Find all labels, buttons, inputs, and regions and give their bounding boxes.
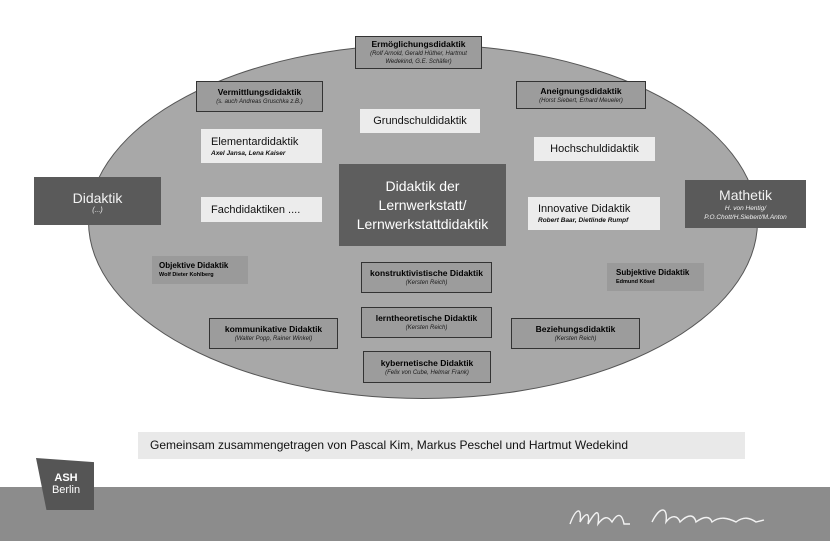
credits-note: Gemeinsam zusammengetragen von Pascal Ki… [138,432,745,459]
node-lernwerkstattdidaktik: Didaktik der Lernwerkstatt/ Lernwerkstat… [339,164,506,246]
node-kommunikative-didaktik: kommunikative Didaktik (Walter Popp, Rai… [209,318,338,349]
logo-line-2: Berlin [51,484,81,496]
node-vermittlungsdidaktik: Vermittlungsdidaktik (s. auch Andreas Gr… [196,81,323,112]
node-title: Elementardidaktik [211,135,299,148]
node-ermoeglichungsdidaktik: Ermöglichungsdidaktik (Rolf Arnold, Gera… [355,36,482,69]
node-authors: Wolf Dieter Kohlberg [159,272,214,278]
node-title: Ermöglichungsdidaktik [371,39,466,49]
logo-line-1: ASH [54,472,78,484]
node-title: Objektive Didaktik [159,261,229,270]
node-authors: Robert Baar, Dietlinde Rumpf [538,217,629,224]
node-authors: (Rolf Arnold, Gerald Hüther, Hartmut Wed… [370,51,467,65]
node-authors: Axel Jansa, Lena Kaiser [211,149,286,157]
node-title: kybernetische Didaktik [380,357,474,368]
node-title: lerntheoretische Didaktik [375,313,478,323]
node-title: Aneignungsdidaktik [540,85,622,96]
center-title: Didaktik der Lernwerkstatt/ Lernwerkstat… [356,177,489,232]
node-didaktik: Didaktik (...) [34,177,161,225]
node-innovative-didaktik: Innovative Didaktik Robert Baar, Dietlin… [528,197,660,230]
node-authors: (Kersten Reich) [405,325,448,331]
node-authors: H. von Hentig/ P.O.Chott/H.Siebert/M.Ant… [704,205,787,221]
node-title: kommunikative Didaktik [224,324,323,334]
node-title: Fachdidaktiken .... [211,203,301,216]
node-title: Subjektive Didaktik [616,268,690,277]
signature-image [569,509,765,527]
node-grundschuldidaktik: Grundschuldidaktik [360,109,480,133]
node-elementardidaktik: Elementardidaktik Axel Jansa, Lena Kaise… [201,129,322,163]
node-hochschuldidaktik: Hochschuldidaktik [534,137,655,161]
node-authors: (Felix von Cube, Helmar Frank) [385,369,469,376]
node-konstruktivistische-didaktik: konstruktivistische Didaktik (Kersten Re… [361,262,492,293]
node-objektive-didaktik: Objektive Didaktik Wolf Dieter Kohlberg [152,256,248,284]
node-authors: Edmund Kösel [616,279,655,285]
node-title: Didaktik [72,189,123,206]
node-title: Grundschuldidaktik [373,115,467,127]
node-title: Innovative Didaktik [538,203,631,215]
node-lerntheoretische-didaktik: lerntheoretische Didaktik (Kersten Reich… [361,307,492,338]
node-fachdidaktiken: Fachdidaktiken .... [201,197,322,222]
node-beziehungsdidaktik: Beziehungsdidaktik (Kersten Reich) [511,318,640,349]
footer-band [0,487,830,541]
node-title: konstruktivistische Didaktik [370,268,483,278]
node-authors: (s. auch Andreas Gruschka z.B.) [216,99,303,105]
node-subjektive-didaktik: Subjektive Didaktik Edmund Kösel [607,263,704,291]
node-authors: (...) [92,206,103,214]
ash-logo: ASH Berlin [42,462,90,504]
node-kybernetische-didaktik: kybernetische Didaktik (Felix von Cube, … [363,351,491,383]
ash-logo-shape [36,458,94,510]
node-aneignungsdidaktik: Aneignungsdidaktik (Horst Siebert, Erhar… [516,81,646,109]
node-title: Beziehungsdidaktik [535,324,616,334]
node-authors: (Kersten Reich) [554,336,597,342]
node-title: Mathetik [719,187,772,203]
node-title: Hochschuldidaktik [550,143,639,155]
node-authors: (Kersten Reich) [405,280,448,286]
node-mathetik: Mathetik H. von Hentig/ P.O.Chott/H.Sieb… [685,180,806,228]
node-authors: (Horst Siebert, Erhard Meueler) [539,97,623,104]
node-authors: (Walter Popp, Rainer Winkel) [234,336,313,342]
node-title: Vermittlungsdidaktik [217,87,302,97]
